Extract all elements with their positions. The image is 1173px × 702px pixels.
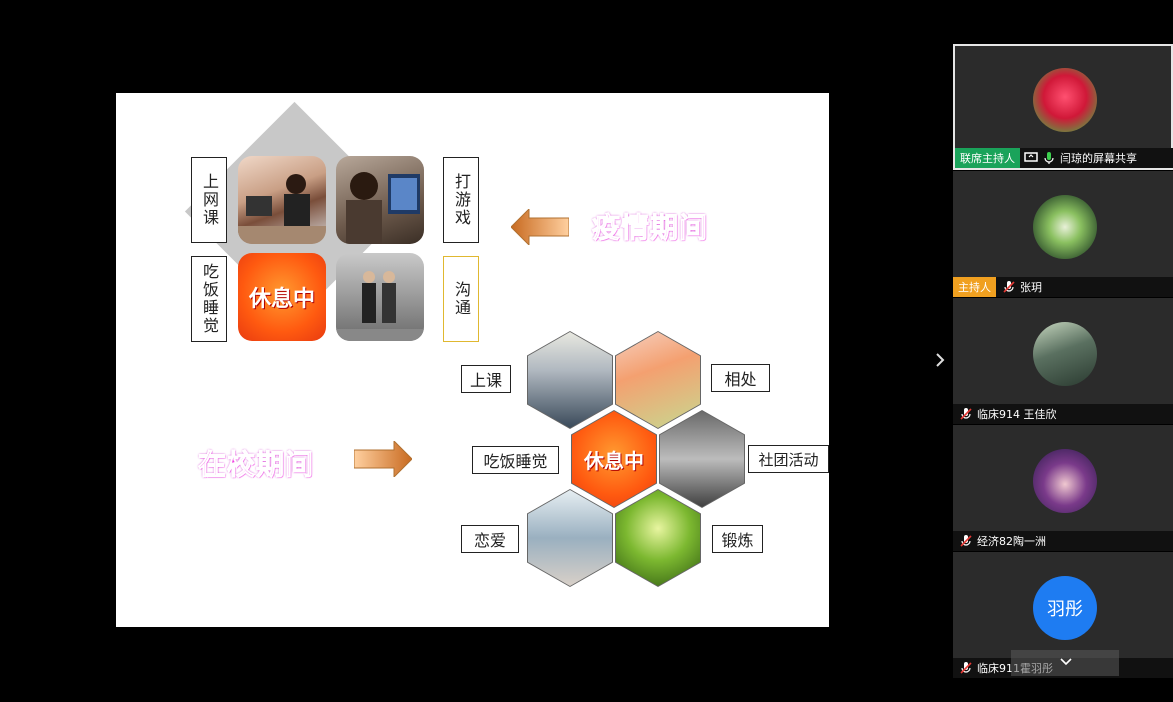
microphone-muted-icon [960, 662, 972, 674]
rest-text: 休息中 [248, 287, 315, 312]
avatar-text: 羽彤 [1047, 599, 1083, 620]
microphone-icon [1044, 152, 1054, 164]
hex-love-photo [528, 490, 612, 586]
text-avatar: 羽彤 [1033, 576, 1097, 640]
participant-name: 经济82陶一洲 [977, 535, 1046, 548]
left-arrow-icon [511, 209, 569, 245]
label-eat-sleep: 吃饭睡觉 [191, 256, 227, 342]
frog-avatar [1033, 195, 1097, 259]
participant-tile-4[interactable]: 经济82陶一洲 [953, 425, 1173, 551]
play-games-photo [336, 156, 424, 244]
label-communicate: 沟通 [443, 256, 479, 342]
hex-rest-text: 休息中 [584, 448, 644, 473]
hex-rest-image: 休息中 [572, 411, 656, 507]
rest-image: 休息中 [238, 253, 326, 341]
hex-class-photo [528, 332, 612, 428]
label-play-games: 打游戏 [443, 157, 479, 243]
shared-slide: 上网课 打游戏 吃饭睡觉 沟通 休息中 疫情期间 在校期间 休息中 上课 相处 … [116, 93, 829, 627]
hex-club-photo [660, 411, 744, 507]
participant-tile-3[interactable]: 临床914 王佳欣 [953, 298, 1173, 424]
chevron-down-icon[interactable] [1059, 656, 1073, 668]
flower-avatar [1033, 68, 1097, 132]
title-school-period: 在校期间 [197, 448, 315, 482]
hex-getalong-photo [616, 332, 700, 428]
participant-name: 闫琼的屏幕共享 [1060, 152, 1137, 165]
label-exercise: 锻炼 [712, 525, 763, 553]
communicate-photo [336, 253, 424, 341]
co-host-badge: 联席主持人 [955, 148, 1020, 168]
microphone-muted-icon [960, 535, 972, 547]
label-club: 社团活动 [748, 445, 829, 473]
chevron-right-icon[interactable] [933, 350, 947, 370]
microphone-muted-icon [1003, 281, 1015, 293]
participant-name: 临床914 王佳欣 [977, 408, 1057, 421]
right-arrow-icon [354, 441, 412, 477]
hex-exercise-photo [616, 490, 700, 586]
label-eat-sleep-school: 吃饭睡觉 [472, 446, 559, 474]
online-class-photo [238, 156, 326, 244]
host-badge: 主持人 [953, 277, 996, 297]
screen-share-icon [1024, 152, 1038, 162]
anime-avatar [1033, 449, 1097, 513]
label-love: 恋爱 [461, 525, 519, 553]
participant-tile-2[interactable]: 主持人 张玥 [953, 171, 1173, 297]
collapse-overlay[interactable] [1011, 650, 1119, 676]
label-online-class: 上网课 [191, 157, 227, 243]
participant-tile-5[interactable]: 羽彤 临床911霍羽彤 [953, 552, 1173, 678]
participant-name: 张玥 [1020, 281, 1042, 294]
girl-avatar [1033, 322, 1097, 386]
participant-tile-1[interactable]: 联席主持人 闫琼的屏幕共享 [953, 44, 1173, 170]
label-get-along: 相处 [711, 364, 770, 392]
microphone-muted-icon [960, 408, 972, 420]
title-epidemic-period: 疫情期间 [591, 211, 709, 245]
label-class: 上课 [461, 365, 511, 393]
